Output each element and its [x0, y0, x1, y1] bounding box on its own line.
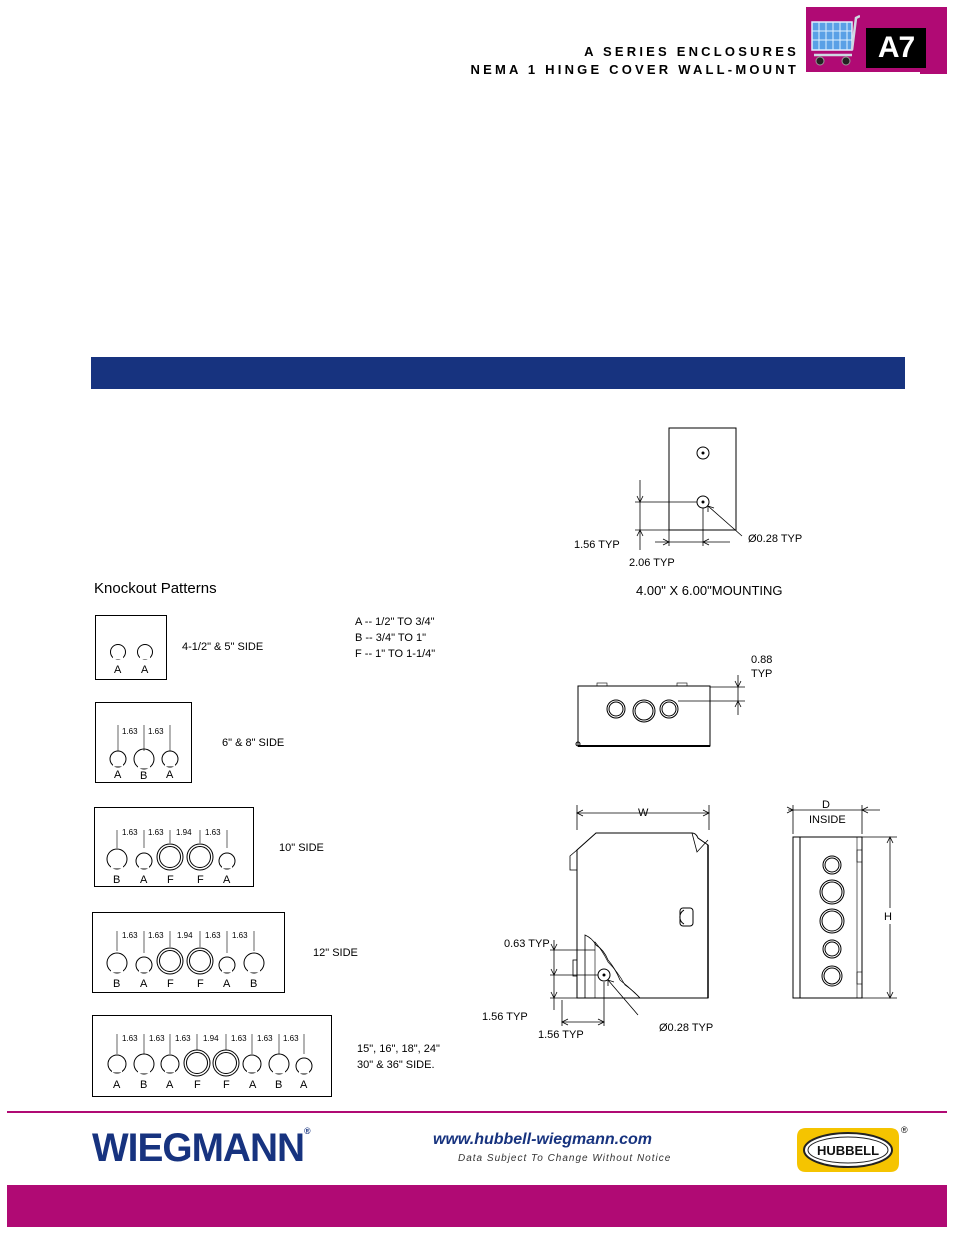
mounting-label: MOUNTING	[711, 583, 783, 598]
dim-156-left: 1.56 TYP	[482, 1011, 528, 1023]
ko3-dim-1: 1.63	[122, 828, 138, 837]
ko2-dim-1: 1.63	[122, 727, 138, 736]
series-title: A SERIES ENCLOSURES	[584, 44, 799, 59]
section-bar	[91, 357, 905, 389]
ko2-letter-1: A	[114, 769, 122, 781]
mount-hole-dim: Ø0.28 TYP	[748, 533, 803, 545]
mounting-caption: 4.00" X 6.00"MOUNTING	[636, 583, 783, 598]
ko5-letter-6: A	[249, 1079, 257, 1091]
ko4-letter-1: B	[113, 978, 121, 990]
wiegmann-registered-mark: ®	[304, 1126, 310, 1136]
ko5-letter-1: A	[113, 1079, 121, 1091]
legend-f: F -- 1" TO 1-1/4"	[355, 648, 436, 660]
legend-b: B -- 3/4" TO 1"	[355, 632, 426, 644]
ko5-side-label-2: 30" & 36" SIDE.	[357, 1059, 435, 1071]
ko5-letter-3: A	[166, 1079, 174, 1091]
mount-dim-vertical: 1.56 TYP	[574, 539, 620, 551]
footer-bar	[7, 1185, 947, 1227]
depth-label: D	[822, 799, 830, 811]
ko4-dim-5: 1.63	[232, 931, 248, 940]
ko3-letter-1: B	[113, 874, 121, 886]
wiegmann-logo[interactable]: WIEGMANN®	[92, 1126, 310, 1171]
dim-063: 0.63 TYP	[504, 938, 550, 950]
ko1-letter-2: A	[141, 664, 149, 676]
ko5-dim-6: 1.63	[257, 1034, 273, 1043]
ko3-dim-3: 1.94	[176, 828, 192, 837]
footer-divider	[7, 1111, 947, 1113]
ko3-dim-2: 1.63	[148, 828, 164, 837]
ko2-side-label: 6" & 8" SIDE	[222, 737, 285, 749]
ko5-letter-7: B	[275, 1079, 283, 1091]
hubbell-logo[interactable]: HUBBELL	[796, 1125, 900, 1175]
page-number: A7	[866, 28, 926, 68]
ko5-side-label: 15", 16", 18", 24"	[357, 1043, 440, 1055]
knockout-pattern-1: A A	[95, 615, 167, 680]
ko3-letter-2: A	[140, 874, 148, 886]
ko4-dim-1: 1.63	[122, 931, 138, 940]
top-dim-value: 0.88	[751, 654, 773, 666]
ko3-letter-5: A	[223, 874, 231, 886]
ko2-letter-3: A	[166, 769, 174, 781]
enclosure-top-view	[575, 675, 745, 747]
ko5-dim-4: 1.94	[203, 1034, 219, 1043]
knockout-title: Knockout Patterns	[94, 580, 217, 597]
shopping-cart-icon[interactable]	[810, 12, 861, 67]
ko5-dim-3: 1.63	[175, 1034, 191, 1043]
website-link[interactable]: www.hubbell-wiegmann.com	[433, 1131, 652, 1148]
ko4-letter-3: F	[167, 978, 174, 990]
wiegmann-logo-text: WIEGMANN	[92, 1126, 305, 1170]
ko2-letter-2: B	[140, 770, 148, 782]
knockout-pattern-2: 1.63 1.63 A B A	[95, 702, 192, 783]
ko3-dim-4: 1.63	[205, 828, 221, 837]
enclosure-side-view	[786, 805, 897, 999]
ko1-side-label: 4-1/2" & 5" SIDE	[182, 641, 264, 653]
height-label: H	[884, 911, 892, 923]
knockout-pattern-5: 1.63 1.63 1.63 1.94 1.63 1.63 1.63 A B A…	[92, 1015, 332, 1097]
ko5-dim-2: 1.63	[149, 1034, 165, 1043]
ko4-side-label: 12" SIDE	[313, 947, 358, 959]
ko4-letter-4: F	[197, 978, 204, 990]
tab-divider	[806, 72, 920, 74]
enclosure-front-view	[550, 805, 710, 1026]
top-dim-typ: TYP	[751, 668, 773, 680]
ko1-letter-1: A	[114, 664, 122, 676]
width-label: W	[638, 807, 649, 819]
ko5-letter-5: F	[223, 1079, 230, 1091]
ko4-dim-3: 1.94	[177, 931, 193, 940]
hubbell-logo-text: HUBBELL	[817, 1143, 879, 1158]
ko3-letter-4: F	[197, 874, 204, 886]
legend-a: A -- 1/2" TO 3/4"	[355, 616, 435, 628]
ko3-side-label: 10" SIDE	[279, 842, 324, 854]
knockout-pattern-4: 1.63 1.63 1.94 1.63 1.63 B A F F A B	[92, 912, 285, 993]
ko4-letter-2: A	[140, 978, 148, 990]
ko3-letter-3: F	[167, 874, 174, 886]
hubbell-registered-mark: ®	[901, 1125, 908, 1135]
ko5-letter-4: F	[194, 1079, 201, 1091]
depth-inside-label: INSIDE	[809, 814, 846, 826]
front-hole-dim: Ø0.28 TYP	[659, 1022, 714, 1034]
ko4-dim-2: 1.63	[148, 931, 164, 940]
ko5-dim-1: 1.63	[122, 1034, 138, 1043]
ko4-letter-6: B	[250, 978, 258, 990]
ko5-dim-5: 1.63	[231, 1034, 247, 1043]
disclaimer-text: Data Subject To Change Without Notice	[458, 1153, 672, 1164]
ko5-dim-7: 1.63	[283, 1034, 299, 1043]
mount-dim-horizontal: 2.06 TYP	[629, 557, 675, 569]
ko2-dim-2: 1.63	[148, 727, 164, 736]
mounting-size: 4.00" X 6.00"	[636, 583, 712, 598]
ko5-letter-2: B	[140, 1079, 148, 1091]
ko4-dim-4: 1.63	[205, 931, 221, 940]
ko5-letter-8: A	[300, 1079, 308, 1091]
ko4-letter-5: A	[223, 978, 231, 990]
mounting-drawing	[635, 427, 743, 550]
knockout-pattern-3: 1.63 1.63 1.94 1.63 B A F F A	[94, 807, 254, 887]
dim-156-bottom: 1.56 TYP	[538, 1029, 584, 1041]
series-subtitle: NEMA 1 HINGE COVER WALL-MOUNT	[470, 62, 799, 77]
